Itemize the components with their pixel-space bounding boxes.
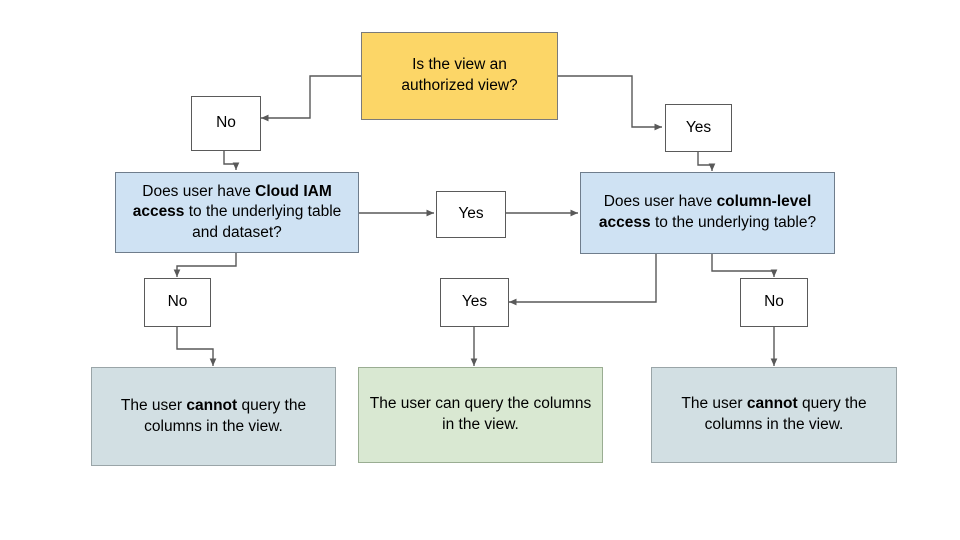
node-iam-yes[interactable]: Yes [436, 191, 506, 238]
node-column-yes-label: Yes [461, 293, 488, 311]
node-column-yes[interactable]: Yes [440, 278, 509, 327]
edge-root-to-no [261, 75, 361, 122]
node-branch-yes-top-label: Yes [685, 118, 712, 136]
node-column-level-access-question-label: Does user have column-level access to th… [598, 193, 817, 231]
node-branch-no-top-label: No [216, 114, 236, 132]
node-cloud-iam-access-question[interactable]: Does user have Cloud IAM access to the u… [115, 172, 359, 253]
node-outcome-cannot-query-left[interactable]: The user cannot query the columns in the… [91, 367, 336, 466]
node-iam-no[interactable]: No [144, 278, 211, 327]
edge-no-to-outcome-left [176, 327, 217, 366]
node-outcome-can-query-label: The user can query the columns in the vi… [369, 395, 592, 433]
node-column-level-access-question[interactable]: Does user have column-level access to th… [580, 172, 835, 254]
edge-column-to-no [711, 254, 778, 277]
node-iam-no-label: No [167, 293, 188, 311]
node-column-no[interactable]: No [740, 278, 808, 327]
node-outcome-can-query[interactable]: The user can query the columns in the vi… [358, 367, 603, 463]
node-outcome-cannot-query-right-label: The user cannot query the columns in the… [681, 395, 867, 433]
node-column-no-label: No [764, 293, 784, 311]
node-cloud-iam-access-question-label: Does user have Cloud IAM access to the u… [132, 182, 342, 241]
node-outcome-cannot-query-left-label: The user cannot query the columns in the… [120, 396, 307, 435]
edge-column-to-yes [508, 254, 657, 306]
edge-root-to-yes [558, 75, 662, 131]
node-branch-no-top[interactable]: No [191, 96, 261, 151]
node-branch-yes-top[interactable]: Yes [665, 104, 732, 152]
node-iam-yes-label: Yes [458, 205, 484, 223]
edge-iam-to-no [173, 253, 237, 277]
edge-yes-to-column-question [697, 152, 716, 171]
edge-no-to-iam-question [223, 151, 240, 170]
node-outcome-cannot-query-right[interactable]: The user cannot query the columns in the… [651, 367, 897, 463]
